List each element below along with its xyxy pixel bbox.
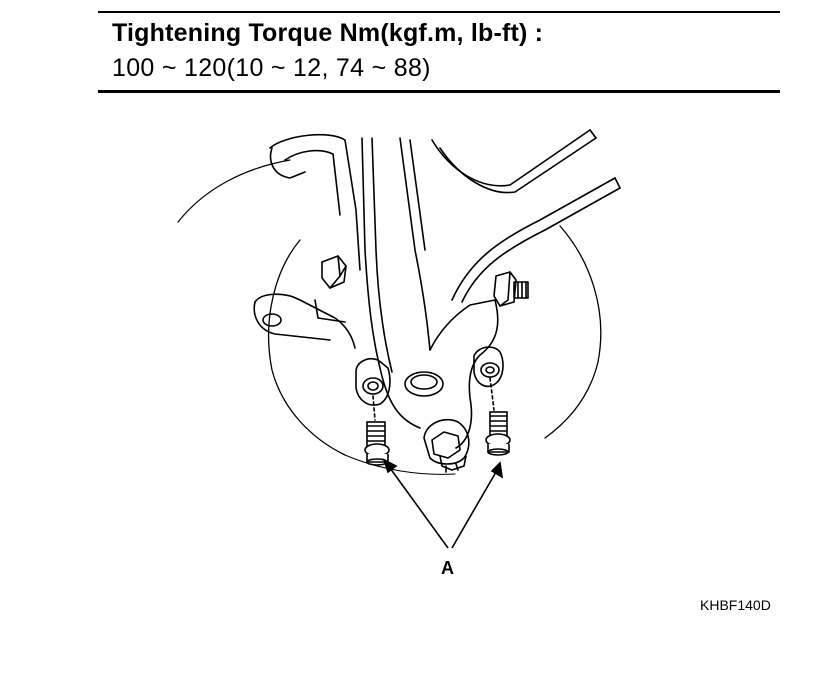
arm-right-lower	[451, 177, 616, 301]
header-top-rule	[98, 11, 780, 13]
figure-code: KHBF140D	[700, 597, 771, 613]
left-bolt-boss	[355, 357, 391, 406]
disc-arc-left	[267, 239, 346, 456]
callout-leaders	[382, 458, 504, 549]
header-bottom-rule	[98, 90, 780, 93]
arm-body	[429, 299, 499, 449]
ball-joint-castle-nut	[423, 418, 470, 465]
upper-right-hex-bolt	[493, 271, 517, 307]
knuckle-upper	[269, 133, 361, 271]
arm-hole	[404, 371, 444, 397]
arm-right-upper	[431, 129, 591, 187]
lower-arm-right-edge	[399, 137, 431, 351]
callout-label-a: A	[441, 558, 454, 578]
torque-spec-title: Tightening Torque Nm(kgf.m, lb-ft) :	[112, 19, 544, 47]
right-bolt-boss	[473, 346, 504, 388]
lower-arm-left-edge	[361, 137, 421, 429]
bolt-a-right	[485, 411, 511, 456]
disc-arc-right	[544, 225, 602, 439]
knuckle-flange	[254, 293, 356, 349]
disc-outer-arc-left	[177, 159, 291, 223]
bolt-a-left	[364, 421, 390, 466]
torque-spec-value: 100 ~ 120(10 ~ 12, 74 ~ 88)	[112, 54, 431, 82]
disc-arc-bottom	[344, 454, 456, 475]
